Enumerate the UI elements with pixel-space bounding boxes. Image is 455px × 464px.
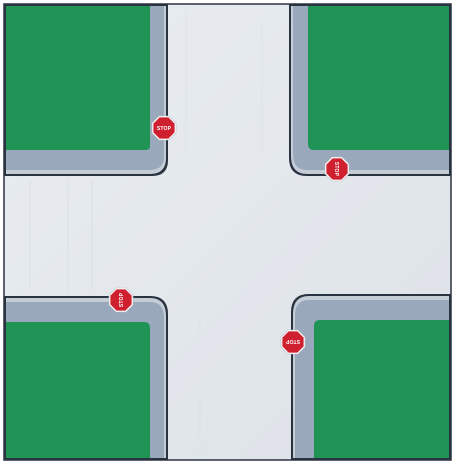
stop-sign-icon: STOP [281, 330, 305, 354]
stop-sign-label: STOP [157, 126, 172, 132]
block-bottom-left [4, 296, 168, 460]
stop-sign-label: STOP [333, 162, 339, 177]
block-top-left [4, 4, 168, 176]
stop-sign-icon: STOP [152, 116, 176, 140]
stop-sign-label: STOP [285, 338, 300, 344]
stop-sign-icon: STOP [109, 288, 133, 312]
block-bottom-right [291, 294, 451, 460]
stop-sign-label: STOP [119, 292, 125, 307]
block-top-right [289, 4, 451, 176]
stop-sign-icon: STOP [325, 157, 349, 181]
